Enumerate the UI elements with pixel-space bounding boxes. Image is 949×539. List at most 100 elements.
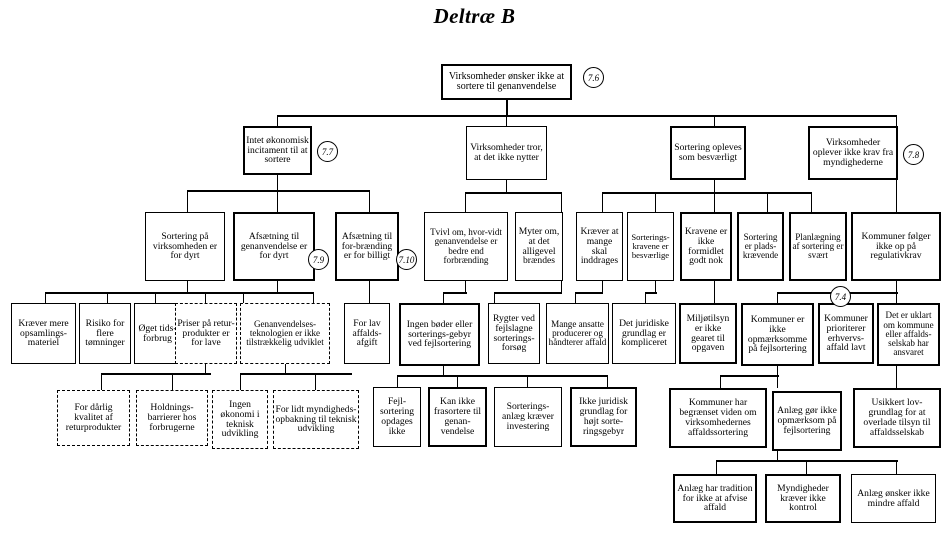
connector [277, 175, 279, 191]
connector [369, 190, 371, 212]
connector [602, 192, 604, 212]
connector [896, 366, 898, 388]
connector [777, 292, 779, 303]
connector [187, 190, 370, 192]
connector [205, 364, 207, 374]
node-l4b[interactable]: Holdnings-barrierer hos forbrugerne [136, 390, 208, 446]
node-l3a[interactable]: Kræver mere opsamlings-materiel [11, 303, 76, 364]
node-l2b[interactable]: Afsætning til genanvendelse er for dyrt [233, 212, 315, 281]
node-l2d[interactable]: Tvivl om, hvor-vidt genanvendelse er bed… [424, 212, 508, 281]
node-l5c[interactable]: Anlæg ønsker ikke mindre affald [851, 474, 936, 523]
connector [645, 292, 657, 294]
connector [575, 292, 603, 294]
node-l3i[interactable]: Mange ansatte producerer og håndterer af… [546, 303, 609, 364]
connector [397, 375, 608, 377]
node-l3h[interactable]: Rygter ved fejlslagne sorterings-forsøg [488, 303, 540, 364]
node-l2c[interactable]: Afsætning til for-brænding er for billig… [335, 212, 399, 281]
connector [443, 292, 467, 294]
node-l2f[interactable]: Kræver at mange skal inddrages [576, 212, 623, 281]
node-l3k[interactable]: Miljøtilsyn er ikke gearet til opgaven [679, 303, 737, 364]
ref-marker-7-7: 7.7 [317, 141, 338, 162]
connector [767, 192, 769, 212]
node-l2g[interactable]: Sorterings-kravene er besværlige [627, 212, 674, 281]
ref-marker-7-9: 7.9 [308, 249, 329, 270]
connector [243, 292, 245, 303]
node-l3e[interactable]: Genanvendelses-teknologien er ikke tilst… [240, 303, 330, 364]
node-l1b[interactable]: Virksomheder tror, at det ikke nytter [466, 126, 547, 180]
node-l4f[interactable]: Kan ikke frasortere til genan-vendelse [428, 387, 487, 447]
node-l3m[interactable]: Kommuner prioriterer erhvervs-affald lav… [818, 303, 874, 364]
node-l3d[interactable]: Priser på retur-produkter er for lave [175, 303, 237, 364]
connector [811, 192, 813, 212]
connector [602, 281, 604, 293]
connector [277, 190, 279, 212]
connector [494, 292, 496, 303]
page-title: Deltræ B [433, 4, 516, 28]
connector [285, 364, 287, 374]
connector [720, 375, 779, 377]
node-l1a[interactable]: Intet økonomisk incitament til at sorter… [243, 126, 312, 175]
node-l4k[interactable]: Usikkert lov-grundlag for at overlade ti… [853, 388, 941, 448]
connector [465, 281, 467, 293]
node-l1d[interactable]: Virksomheder oplever ikke krav fra myndi… [808, 126, 898, 180]
connector [397, 375, 399, 387]
node-l4c[interactable]: Ingen økonomi i teknisk udvikling [212, 390, 268, 449]
connector [45, 292, 47, 303]
ref-marker-7-6: 7.6 [583, 67, 604, 88]
connector [777, 366, 779, 376]
node-l3j[interactable]: Det juridiske grundlag er kompliceret [612, 303, 676, 364]
connector [277, 281, 279, 293]
connector [101, 373, 103, 390]
connector [369, 281, 371, 303]
node-l2k[interactable]: Kommuner følger ikke op på regulativkrav [851, 212, 941, 281]
connector [655, 192, 657, 212]
connector [716, 460, 718, 474]
connector [187, 281, 189, 293]
node-l3f[interactable]: For lav affalds-afgift [344, 303, 390, 364]
connector [714, 115, 716, 129]
node-l4i[interactable]: Kommuner har begrænset viden om virksomh… [669, 388, 767, 448]
connector [561, 192, 563, 212]
connector [277, 115, 279, 129]
ref-marker-7-4: 7.4 [830, 286, 851, 307]
node-l4a[interactable]: For dårlig kvalitet af returprodukter [57, 390, 130, 446]
ref-marker-7-10: 7.10 [396, 249, 417, 270]
connector [506, 115, 508, 129]
connector [155, 292, 157, 303]
node-l3n[interactable]: Det er uklart om kommune eller affalds-s… [877, 303, 940, 366]
connector [527, 375, 529, 387]
node-l3b[interactable]: Risiko for flere tømninger [79, 303, 131, 364]
connector [714, 180, 716, 193]
node-l3g[interactable]: Ingen bøder eller sorterings-gebyr ved f… [399, 303, 480, 366]
node-l2h[interactable]: Kravene er ikke formidlet godt nok [680, 212, 732, 281]
node-l4e[interactable]: Fejl-sortering opdages ikke [373, 387, 421, 447]
node-l2e[interactable]: Myter om, at det alligevel brændes [515, 212, 563, 281]
node-l5a[interactable]: Anlæg har tradition for ikke at afvise a… [673, 474, 757, 523]
connector [172, 373, 174, 390]
node-l3c[interactable]: Øget tids-forbrug [134, 303, 181, 364]
node-l4j[interactable]: Anlæg gør ikke opmærksom på fejlsorterin… [772, 391, 842, 451]
node-l2a[interactable]: Sortering på virksomheden er for dyrt [145, 212, 225, 281]
connector [101, 373, 211, 375]
connector [205, 292, 313, 294]
connector [714, 192, 716, 212]
connector [645, 292, 647, 303]
node-l1c[interactable]: Sortering opleves som besværligt [670, 126, 746, 180]
node-l5b[interactable]: Myndigheder kræver ikke kontrol [765, 474, 841, 523]
connector [277, 115, 897, 117]
connector [896, 460, 898, 474]
connector [561, 281, 563, 293]
connector [494, 292, 562, 294]
connector [107, 292, 109, 303]
node-root[interactable]: Virksomheder ønsker ikke at sortere til … [441, 64, 572, 100]
node-l2i[interactable]: Sortering er plads-krævende [737, 212, 784, 281]
node-l2j[interactable]: Planlægning af sortering er svært [789, 212, 847, 281]
node-l4d[interactable]: For lidt myndigheds-opbakning til teknis… [273, 390, 359, 449]
connector [602, 192, 811, 194]
node-l4g[interactable]: Sorterings-anlæg kræver investering [494, 387, 562, 447]
connector [506, 100, 508, 116]
node-l3l[interactable]: Kommuner er ikke opmærksomme på fejlsort… [741, 303, 814, 366]
connector [315, 373, 317, 390]
node-l4h[interactable]: Ikke juridisk grundlag for højt sorte-ri… [570, 387, 637, 447]
